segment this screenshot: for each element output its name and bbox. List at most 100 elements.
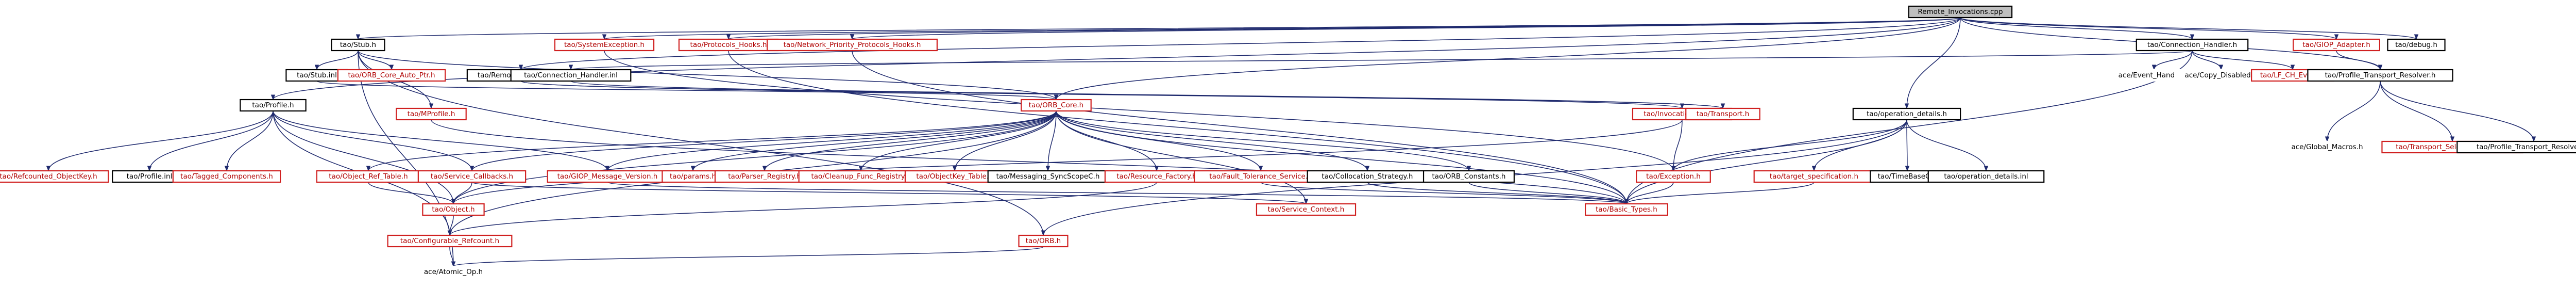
- node-stub-h[interactable]: tao/Stub.h: [331, 38, 385, 52]
- node-label: tao/Network_Priority_Protocols_Hooks.h: [784, 41, 921, 49]
- node-conn-handler-h[interactable]: tao/Connection_Handler.h: [2136, 38, 2249, 52]
- node-timebasec[interactable]: tao/TimeBaseC.h: [1870, 170, 1945, 183]
- edge-netprio_hooks-to-basic_types_h: [852, 50, 1629, 205]
- edge-stub_inl-to-orb_core_h: [316, 81, 1058, 101]
- node-debug-h[interactable]: tao/debug.h: [2387, 38, 2446, 52]
- node-label: ace/Global_Macros.h: [2291, 143, 2363, 151]
- node-label: tao/GIOP_Adapter.h: [2302, 41, 2370, 49]
- edge-object_h-to-configurable_refcount: [447, 215, 454, 236]
- edge-root-to-proto_hooks: [726, 17, 1961, 40]
- node-cleanup-func-registry[interactable]: tao/Cleanup_Func_Registry.h: [798, 170, 924, 183]
- node-profile-tr-inl[interactable]: tao/Profile_Transport_Resolver.inl: [2456, 140, 2576, 154]
- node-box: [417, 170, 527, 183]
- node-transport-h[interactable]: tao/Transport.h: [1685, 107, 1760, 121]
- node-service-context-h[interactable]: tao/Service_Context.h: [1256, 203, 1357, 216]
- edge-root-to-netprio_hooks: [850, 17, 1961, 40]
- node-objref-table[interactable]: tao/Object_Ref_Table.h: [316, 170, 421, 183]
- node-atomic-op[interactable]: ace/Atomic_Op.h: [416, 265, 491, 279]
- node-box: [2281, 140, 2374, 154]
- node-copy-disabled[interactable]: ace/Copy_Disabled.h: [2175, 69, 2267, 82]
- node-opdetails-h[interactable]: tao/operation_details.h: [1852, 107, 1961, 121]
- node-refcounted-objkey[interactable]: tao/Refcounted_ObjectKey.h: [0, 170, 109, 183]
- node-exception-h[interactable]: tao/Exception.h: [1636, 170, 1711, 183]
- node-object-h[interactable]: tao/Object.h: [422, 203, 485, 216]
- node-label: tao/Profile_Transport_Resolver.inl: [2477, 143, 2576, 151]
- node-orb-core-auto-ptr[interactable]: tao/ORB_Core_Auto_Ptr.h: [337, 69, 446, 82]
- edge-root-to-profile_h: [271, 17, 1961, 101]
- node-label: tao/Service_Context.h: [1268, 205, 1345, 214]
- edge-fault_tolerance_service-to-basic_types_h: [1260, 182, 1629, 205]
- node-box: [422, 203, 485, 216]
- node-label: tao/Parser_Registry.h: [728, 172, 801, 181]
- node-label: ace/Atomic_Op.h: [424, 268, 483, 276]
- edge-giop_adapter-to-profile_tr_h: [2336, 50, 2383, 71]
- node-opdetails-inl[interactable]: tao/operation_details.inl: [1927, 170, 2045, 183]
- node-fault-tolerance-service[interactable]: tao/Fault_Tolerance_Service.h: [1194, 170, 1328, 183]
- node-params-h[interactable]: tao/params.h: [662, 170, 724, 183]
- node-target-spec[interactable]: tao/target_specification.h: [1753, 170, 1875, 183]
- edge-orb_core_h-to-fault_tolerance_service: [1056, 110, 1263, 172]
- node-box: [331, 38, 385, 52]
- edge-profile_h-to-service_callbacks: [273, 110, 474, 172]
- node-netprio-hooks[interactable]: tao/Network_Priority_Protocols_Hooks.h: [766, 38, 938, 52]
- node-root[interactable]: Remote_Invocations.cpp: [1908, 5, 2013, 19]
- node-label: tao/Profile.inl: [127, 172, 173, 181]
- edge-remote_inv_h-to-transport_h: [520, 81, 1725, 109]
- node-collocation-strategy[interactable]: tao/Collocation_Strategy.h: [1307, 170, 1428, 183]
- node-orb-h[interactable]: tao/ORB.h: [1018, 234, 1069, 248]
- node-box: [1852, 107, 1961, 121]
- edge-profile_h-to-profile_inl: [147, 110, 274, 172]
- node-giop-msg-version[interactable]: tao/GIOP_Message_Version.h: [547, 170, 668, 183]
- node-global-macros[interactable]: ace/Global_Macros.h: [2281, 140, 2374, 154]
- edge-orb_core_h-to-basic_types_h: [1056, 110, 1629, 205]
- node-box: [2456, 140, 2576, 154]
- node-basic-types-h[interactable]: tao/Basic_Types.h: [1585, 203, 1668, 216]
- node-label: tao/Resource_Factory.h: [1116, 172, 1196, 181]
- edge-root-to-debug_h: [1960, 17, 2418, 40]
- node-service-callbacks[interactable]: tao/Service_Callbacks.h: [417, 170, 527, 183]
- node-mprofile-h[interactable]: tao/MProfile.h: [396, 107, 467, 121]
- node-label: tao/Connection_Handler.h: [2147, 41, 2237, 49]
- node-objectkey-table[interactable]: tao/ObjectKey_Table.h: [904, 170, 1005, 183]
- node-proto-hooks[interactable]: tao/Protocols_Hooks.h: [678, 38, 779, 52]
- node-label: tao/MProfile.h: [408, 110, 455, 118]
- node-label: tao/Fault_Tolerance_Service.h: [1209, 172, 1312, 181]
- edge-conn_handler_h-to-event_handler: [2151, 50, 2193, 71]
- node-orb-constants[interactable]: tao/ORB_Constants.h: [1422, 170, 1515, 183]
- node-giop-adapter[interactable]: tao/GIOP_Adapter.h: [2293, 38, 2381, 52]
- node-box: [416, 265, 491, 279]
- node-profile-tr-h[interactable]: tao/Profile_Transport_Resolver.h: [2307, 69, 2453, 82]
- node-tagged-components[interactable]: tao/Tagged_Components.h: [172, 170, 281, 183]
- node-box: [2307, 69, 2453, 82]
- node-profile-inl[interactable]: tao/Profile.inl: [112, 170, 187, 183]
- node-box: [1636, 170, 1711, 183]
- edge-opdetails_h-to-opdetails_inl: [1906, 119, 1989, 172]
- node-orb-core-h[interactable]: tao/ORB_Core.h: [1021, 99, 1092, 112]
- node-messaging-syncscopec[interactable]: tao/Messaging_SyncScopeC.h: [987, 170, 1109, 183]
- node-label: tao/Cleanup_Func_Registry.h: [811, 172, 910, 181]
- node-box: [1927, 170, 2045, 183]
- node-label: tao/Collocation_Strategy.h: [1322, 172, 1413, 181]
- node-resource-factory[interactable]: tao/Resource_Factory.h: [1104, 170, 1209, 183]
- edge-collocation_strategy-to-basic_types_h: [1367, 182, 1629, 205]
- node-label: tao/Messaging_SyncScopeC.h: [996, 172, 1100, 181]
- node-parser-registry[interactable]: tao/Parser_Registry.h: [714, 170, 815, 183]
- edge-profile_h-to-giop_msg_version: [273, 110, 610, 172]
- node-box: [510, 69, 632, 82]
- node-label: tao/Basic_Types.h: [1596, 205, 1657, 214]
- node-profile-h[interactable]: tao/Profile.h: [240, 99, 307, 112]
- edge-inv_base_h-to-object_h: [451, 119, 1683, 205]
- node-label: tao/ORB_Core.h: [1029, 101, 1083, 109]
- edge-opdetails_h-to-exception_h: [1671, 119, 1907, 172]
- node-sysexc-h[interactable]: tao/SystemException.h: [554, 38, 655, 52]
- edge-orb_core_h-to-params_h: [690, 110, 1057, 172]
- node-label: tao/target_specification.h: [1770, 172, 1858, 181]
- edge-service_callbacks-to-service_context_h: [471, 182, 1308, 205]
- node-label: tao/GIOP_Message_Version.h: [557, 172, 658, 181]
- node-configurable-refcount[interactable]: tao/Configurable_Refcount.h: [387, 234, 513, 248]
- edge-opdetails_h-to-basic_types_h: [1624, 119, 1907, 205]
- node-stub-inl[interactable]: tao/Stub.inl: [285, 69, 348, 82]
- edge-root-to-sysexc_h: [603, 17, 1961, 40]
- node-conn-handler-inl[interactable]: tao/Connection_Handler.inl: [510, 69, 632, 82]
- edge-sysexc_h-to-exception_h: [604, 50, 1676, 172]
